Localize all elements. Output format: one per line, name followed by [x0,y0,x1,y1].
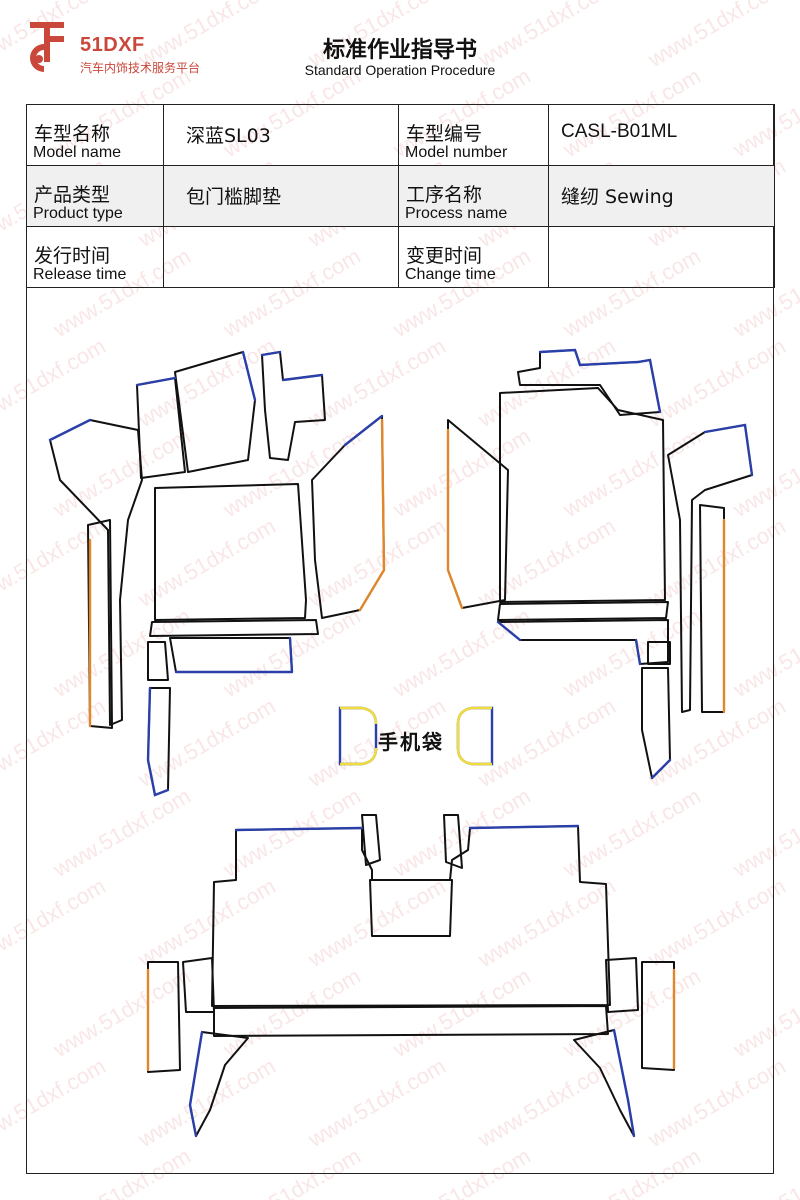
process-name-value: 缝纫 Sewing [561,186,674,208]
edge-blue-fr-top [538,348,662,414]
phone-pocket-left-edge [340,706,378,766]
pattern-piece-fr-top-bracket [517,349,661,416]
pattern-piece-rear-strip [213,1005,609,1037]
process-name-value-cell: 缝纫 Sewing [548,165,775,227]
pattern-piece-fl-main [154,483,307,621]
pattern-piece-fl-sill [49,419,143,726]
document-subtitle: Standard Operation Procedure [304,62,496,78]
pattern-piece-fr-lower-right [647,641,671,665]
edge-blue-fl-heel [146,686,170,797]
pattern-piece-rear-left-tab [182,957,215,1013]
pattern-piece-fr-lower [497,619,669,665]
pattern-piece-fr-heel [641,667,671,779]
process-name-label-cn: 工序名称 [406,184,483,206]
change-time-value-cell [548,226,775,288]
model-name-value-cell: 深蓝SL03 [163,104,399,166]
pattern-piece-fr-main [499,387,666,603]
phone-pocket-label: 手机袋 [378,730,444,754]
model-number-value-cell: CASL-B01ML [548,104,775,166]
info-row-product: 产品类型 Product type 包门槛脚垫 工序名称 Process nam… [26,165,775,227]
edge-blue-fr-heel [650,758,672,780]
phone-pocket-right-edge [456,706,492,766]
pattern-piece-rear-flap-left [361,814,381,866]
info-row-time: 发行时间 Release time 变更时间 Change time [26,226,775,288]
release-time-label-cn: 发行时间 [34,245,111,267]
pattern-piece-fr-strip [497,601,669,621]
process-name-label-cell: 工序名称 Process name [398,165,549,227]
change-time-label-en: Change time [405,266,496,283]
release-time-label-en: Release time [33,266,127,283]
info-row-model: 车型名称 Model name 深蓝SL03 车型编号 Model number… [26,104,775,166]
product-type-value: 包门槛脚垫 [186,186,282,208]
model-name-value: 深蓝SL03 [186,125,271,147]
edge-blue-fl-right [343,414,384,447]
edge-blue-rear-bottom-right [612,1028,636,1138]
model-number-value: CASL-B01ML [561,121,678,142]
edge-orange-fl-right [358,418,386,612]
brand-name: 51DXF [80,34,145,56]
change-time-label-cell: 变更时间 Change time [398,226,549,288]
model-number-label-cn: 车型编号 [406,123,483,145]
model-number-label-en: Model number [405,144,508,161]
51dxf-logo-icon [30,22,64,72]
pattern-piece-rear-flap-right [443,814,463,869]
product-type-label-en: Product type [33,205,123,222]
pattern-piece-fl-bracket [261,351,326,461]
product-type-label-cn: 产品类型 [34,184,111,206]
edge-orange-fr-left [446,428,464,610]
page-header: 51DXF 汽车内饰技术服务平台 标准作业指导书 Standard Operat… [0,0,800,100]
phone-pocket-left [338,706,378,766]
pattern-piece-fl-lower [169,637,293,673]
edge-blue-fl-lower [174,636,294,674]
pattern-piece-rear-center-tab [369,879,453,937]
pattern-piece-rear-right-tab [605,957,639,1013]
edge-blue-fr-lower [496,620,642,666]
pattern-piece-fl-strip [149,619,319,637]
change-time-label-cn: 变更时间 [406,245,483,267]
pattern-piece-rear-side-left [147,961,181,1073]
edge-blue-fl-top [135,350,324,402]
product-type-label-cell: 产品类型 Product type [26,165,164,227]
document-title: 标准作业指导书 [322,38,477,63]
model-name-label-en: Model name [33,144,122,161]
pattern-piece-fr-side-strip [699,504,725,713]
edge-blue-fl-sill [48,418,92,442]
info-table: 车型名称 Model name 深蓝SL03 车型编号 Model number… [26,104,775,288]
phone-pocket-right [456,706,494,766]
product-type-value-cell: 包门槛脚垫 [163,165,399,227]
pattern-piece-rear-side-right [641,961,675,1071]
pattern-piece-fl-lower-left [147,641,169,681]
model-number-label-cell: 车型编号 Model number [398,104,549,166]
pattern-piece-fr-sill [667,424,753,713]
release-time-label-cell: 发行时间 Release time [26,226,164,288]
edge-blue-rear-bottom-left [188,1030,204,1138]
edge-blue-rear-top [234,824,580,832]
edge-blue-fr-sill [703,423,754,477]
process-name-label-en: Process name [405,205,508,222]
brand-tagline: 汽车内饰技术服务平台 [80,61,201,75]
model-name-label-cn: 车型名称 [34,123,111,145]
pattern-piece-rear-main [211,825,611,1007]
pattern-piece-fl-upper-mid [174,351,256,473]
